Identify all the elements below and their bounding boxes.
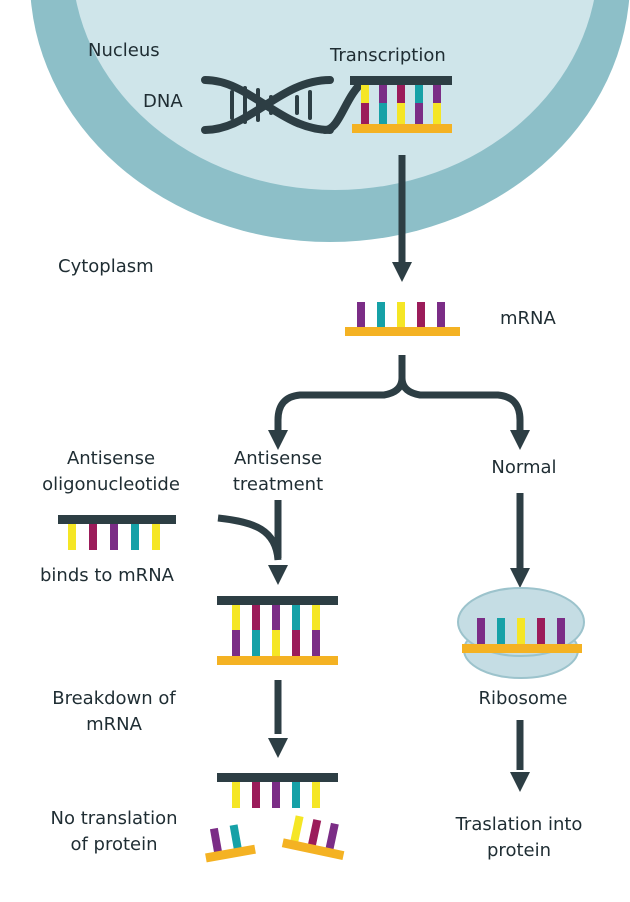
mrna-base xyxy=(292,630,300,657)
mrna-base xyxy=(497,618,505,645)
label-breakdown-1: Breakdown of xyxy=(52,688,176,709)
arrow-down-icon xyxy=(392,262,412,282)
oligo-base xyxy=(252,605,260,631)
mrna-base xyxy=(325,822,339,850)
oligo-base xyxy=(68,524,76,550)
mrna-base xyxy=(517,618,525,645)
label-cytoplasm: Cytoplasm xyxy=(58,256,154,277)
label-antisense-treatment-2: treatment xyxy=(232,474,324,495)
mrna-base xyxy=(437,302,445,328)
label-antisense-oligo-2: oligonucleotide xyxy=(42,474,180,495)
rna-base xyxy=(433,103,441,125)
flow-arrows xyxy=(217,155,524,770)
label-translation-2: protein xyxy=(487,840,551,861)
mrna-base xyxy=(307,819,322,847)
mrna-backbone xyxy=(281,838,345,861)
mrna-fragment xyxy=(281,815,345,861)
arrow-oligo-join xyxy=(217,514,282,561)
mrna-base xyxy=(537,618,545,645)
rna-base xyxy=(379,103,387,125)
arrowheads xyxy=(268,262,530,792)
dna-base xyxy=(379,85,387,107)
oligo-backbone xyxy=(217,596,338,605)
oligo-backbone xyxy=(217,773,338,782)
label-no-translation-1: No translation xyxy=(50,808,178,829)
mrna-base xyxy=(417,302,425,328)
arrow-split xyxy=(274,355,524,432)
mrna-base xyxy=(357,302,365,328)
dna-base xyxy=(361,85,369,107)
mrna-base xyxy=(209,827,223,853)
mrna-backbone xyxy=(462,644,582,653)
oligo-base xyxy=(292,605,300,631)
arrow-down-icon xyxy=(268,738,288,758)
label-binds-to-mrna: binds to mRNA xyxy=(40,565,174,586)
rna-base xyxy=(361,103,369,125)
oligo-base xyxy=(252,782,260,808)
oligo-base xyxy=(110,524,118,550)
oligo-base xyxy=(89,524,97,550)
oligo-backbone xyxy=(58,515,176,524)
rna-base xyxy=(415,103,423,125)
oligo-base xyxy=(131,524,139,550)
nucleus-inner xyxy=(76,0,594,190)
oligo-base xyxy=(292,782,300,808)
label-antisense-treatment-1: Antisense xyxy=(233,448,323,469)
mrna-backbone xyxy=(345,327,460,336)
mrna-fragment xyxy=(205,824,256,863)
oligo-base xyxy=(312,782,320,808)
mrna-base xyxy=(312,630,320,657)
mrna-base xyxy=(477,618,485,645)
arrow-down-icon xyxy=(268,565,288,585)
arrow-down-icon xyxy=(268,430,288,450)
oligo-base xyxy=(232,605,240,631)
dna-base xyxy=(415,85,423,107)
oligo-base xyxy=(232,782,240,808)
dna-top-strand xyxy=(350,76,452,85)
oligo-base xyxy=(272,782,280,808)
oligo-base xyxy=(312,605,320,631)
label-antisense-oligo-1: Antisense xyxy=(66,448,156,469)
label-dna: DNA xyxy=(143,91,183,112)
label-mrna: mRNA xyxy=(500,308,556,329)
mrna-backbone xyxy=(217,656,338,665)
label-no-translation-2: of protein xyxy=(70,834,158,855)
mrna-backbone xyxy=(205,844,256,863)
arrow-down-icon xyxy=(510,430,530,450)
label-breakdown-2: mRNA xyxy=(86,714,142,735)
mrna-base xyxy=(397,302,405,328)
arrow-down-icon xyxy=(510,568,530,588)
nucleotide-bars xyxy=(58,85,582,863)
mrna-base xyxy=(377,302,385,328)
mrna-base xyxy=(557,618,565,645)
label-ribosome: Ribosome xyxy=(478,688,568,709)
label-nucleus: Nucleus xyxy=(88,40,160,61)
mrna-base xyxy=(252,630,260,657)
dna-base xyxy=(397,85,405,107)
label-translation-1: Traslation into xyxy=(455,814,583,835)
mrna-base xyxy=(272,630,280,657)
dna-base xyxy=(433,85,441,107)
oligo-base xyxy=(152,524,160,550)
rna-base xyxy=(397,103,405,125)
mrna-base xyxy=(232,630,240,657)
label-transcription: Transcription xyxy=(330,45,446,66)
arrow-down-icon xyxy=(510,772,530,792)
mrna-base xyxy=(229,824,242,850)
oligo-base xyxy=(272,605,280,631)
mrna-base xyxy=(290,815,304,843)
label-normal: Normal xyxy=(491,457,557,478)
mrna-backbone xyxy=(352,124,452,133)
